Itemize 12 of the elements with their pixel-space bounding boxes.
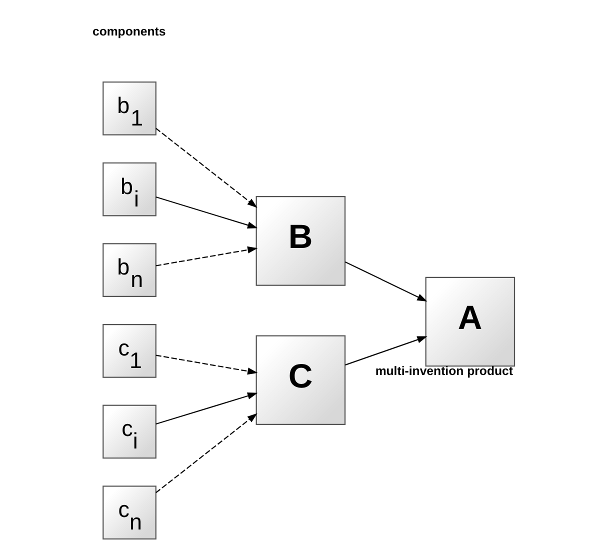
arrow: [344, 261, 427, 302]
node-box: B: [255, 196, 346, 286]
label: components: [92, 24, 166, 38]
arrow: [155, 392, 258, 425]
node-box: A: [424, 276, 515, 367]
arrow: [155, 128, 257, 208]
arrow: [155, 413, 257, 494]
arrow: [155, 246, 258, 266]
node-box: C: [255, 335, 346, 425]
arrow: [155, 354, 258, 375]
arrow: [155, 196, 258, 229]
arrow: [344, 336, 427, 366]
